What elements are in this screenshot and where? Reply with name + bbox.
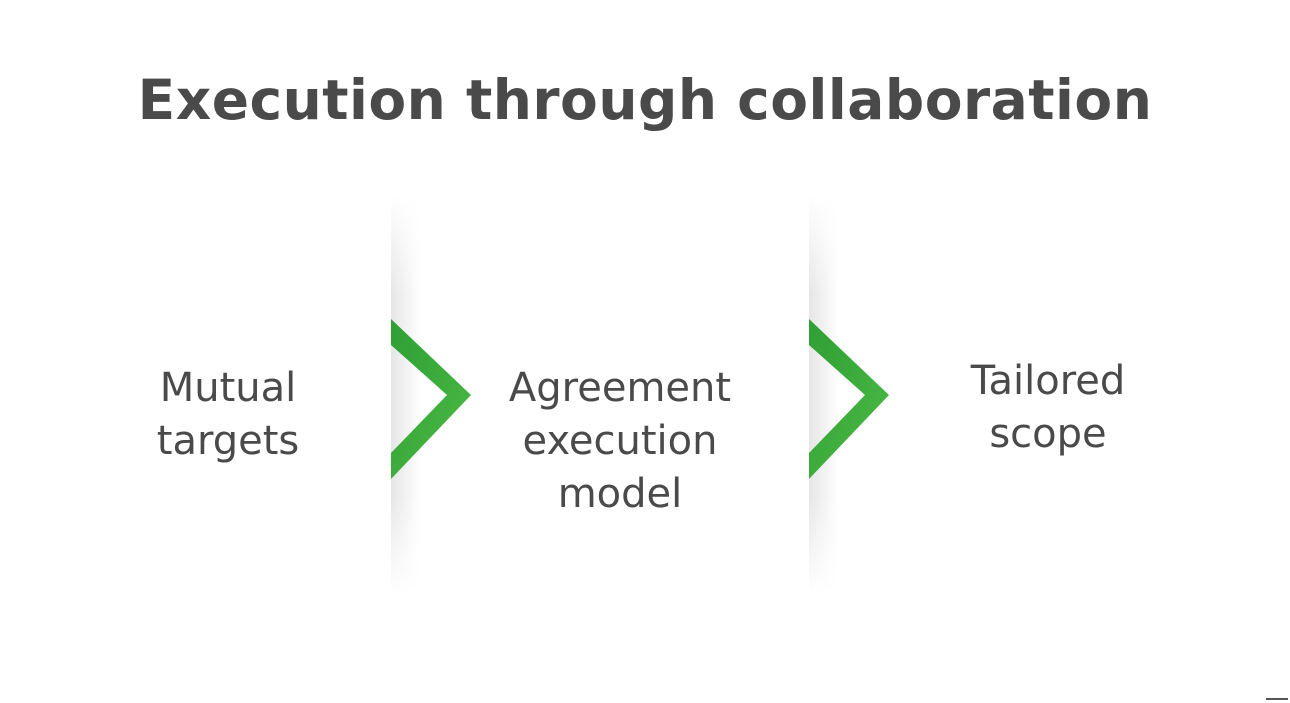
slide-title: Execution through collaboration (137, 68, 1153, 132)
step-mutual-targets: Mutual targets (156, 365, 300, 464)
chevron-divider (809, 195, 889, 595)
chevron-divider (391, 195, 471, 595)
chevron-right-icon (391, 195, 471, 595)
step-agreement-execution-model: Agreement execution model (508, 365, 732, 517)
step-tailored-scope: Tailored scope (970, 358, 1126, 457)
minimize-mark (1266, 698, 1288, 700)
chevron-right-icon (809, 195, 889, 595)
